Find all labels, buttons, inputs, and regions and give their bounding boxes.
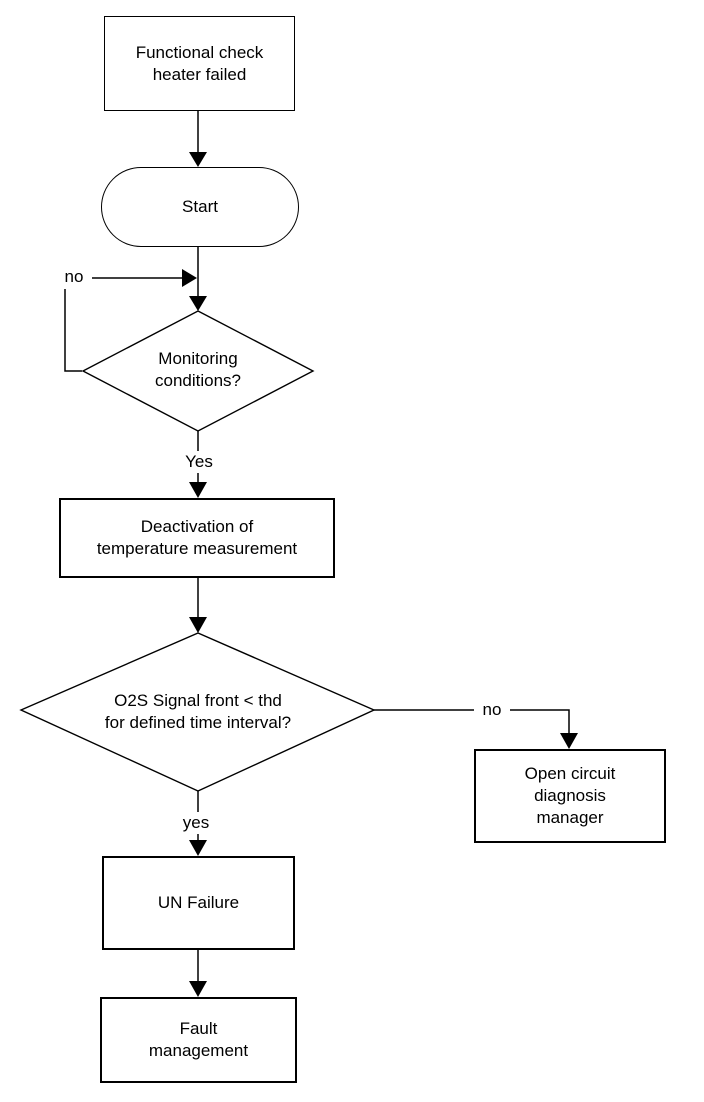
edge-label-text: no bbox=[64, 267, 84, 286]
node-label: Deactivation of temperature measurement bbox=[96, 517, 298, 558]
edge-label-monitoring-yes: Yes bbox=[171, 451, 227, 473]
decision-o2s-shape bbox=[19, 632, 376, 792]
edge-label-o2s-yes: yes bbox=[168, 812, 224, 834]
node-deactivation-temperature: Deactivation of temperature measurement bbox=[59, 498, 335, 578]
edge-label-text: yes bbox=[182, 813, 210, 832]
node-label: Open circuit diagnosis manager bbox=[524, 764, 616, 827]
node-fault-management: Fault management bbox=[100, 997, 297, 1083]
arrowhead-into-o2s bbox=[189, 617, 207, 633]
node-monitoring-conditions-label: Monitoring conditions? bbox=[88, 338, 308, 402]
node-label: Start bbox=[182, 197, 218, 216]
arrowhead-no-into-spine bbox=[182, 269, 197, 287]
node-start: Start bbox=[101, 167, 299, 247]
node-label: Monitoring conditions? bbox=[154, 349, 241, 390]
arrowhead-into-fault bbox=[189, 981, 207, 997]
arrowhead-into-start bbox=[189, 152, 207, 167]
decision-monitoring-shape bbox=[81, 310, 315, 432]
node-open-circuit-diagnosis-manager: Open circuit diagnosis manager bbox=[474, 749, 666, 843]
node-functional-check-heater-failed: Functional check heater failed bbox=[104, 16, 295, 111]
node-label: Fault management bbox=[148, 1019, 249, 1060]
edge-label-text: no bbox=[482, 700, 502, 719]
edge-label-o2s-no: no bbox=[474, 699, 510, 721]
node-o2s-signal-check-label: O2S Signal front < thd for defined time … bbox=[48, 683, 348, 741]
arrowhead-into-deactivation bbox=[189, 482, 207, 498]
node-label: Functional check heater failed bbox=[135, 42, 264, 84]
edge-monitoring-no-loop bbox=[64, 289, 82, 372]
edge-o2s-no-branch bbox=[374, 709, 570, 734]
node-label: UN Failure bbox=[157, 893, 240, 912]
arrowhead-into-unfailure bbox=[189, 840, 207, 856]
edge-label-text: Yes bbox=[185, 452, 213, 471]
arrowhead-into-open-circuit bbox=[560, 733, 578, 749]
node-un-failure: UN Failure bbox=[102, 856, 295, 950]
arrowhead-into-monitoring bbox=[189, 296, 207, 311]
node-label: O2S Signal front < thd for defined time … bbox=[104, 691, 292, 732]
edge-label-monitoring-no: no bbox=[56, 266, 92, 288]
